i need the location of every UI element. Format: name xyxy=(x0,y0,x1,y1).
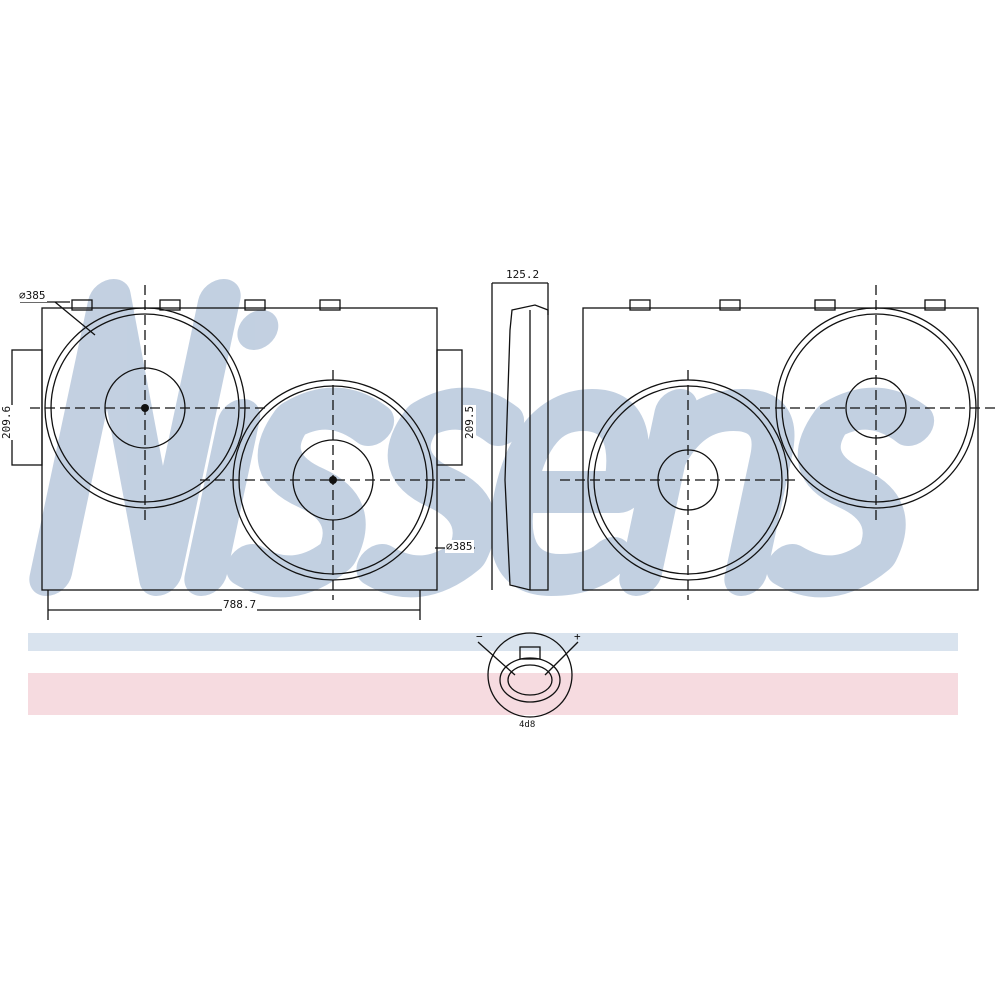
height-right-label: 209.5 xyxy=(463,404,476,440)
fan-left-diameter-label: ⌀385 xyxy=(18,289,47,302)
connector-plus-label: + xyxy=(574,630,581,643)
connector-minus-label: − xyxy=(476,630,483,643)
connector-label: 4d8 xyxy=(518,720,537,730)
width-label: 788.7 xyxy=(222,598,258,611)
rear-view xyxy=(560,285,1000,600)
height-left-label: 209.6 xyxy=(0,404,13,440)
blue-band xyxy=(28,633,958,651)
fan-right-diameter-label: ⌀385 xyxy=(445,540,474,553)
front-view xyxy=(11,285,475,620)
connector-diagram xyxy=(477,632,579,718)
side-view xyxy=(491,282,549,591)
hub-marks xyxy=(141,404,337,484)
depth-label: 125.2 xyxy=(505,268,541,281)
watermark-logo xyxy=(29,279,935,598)
